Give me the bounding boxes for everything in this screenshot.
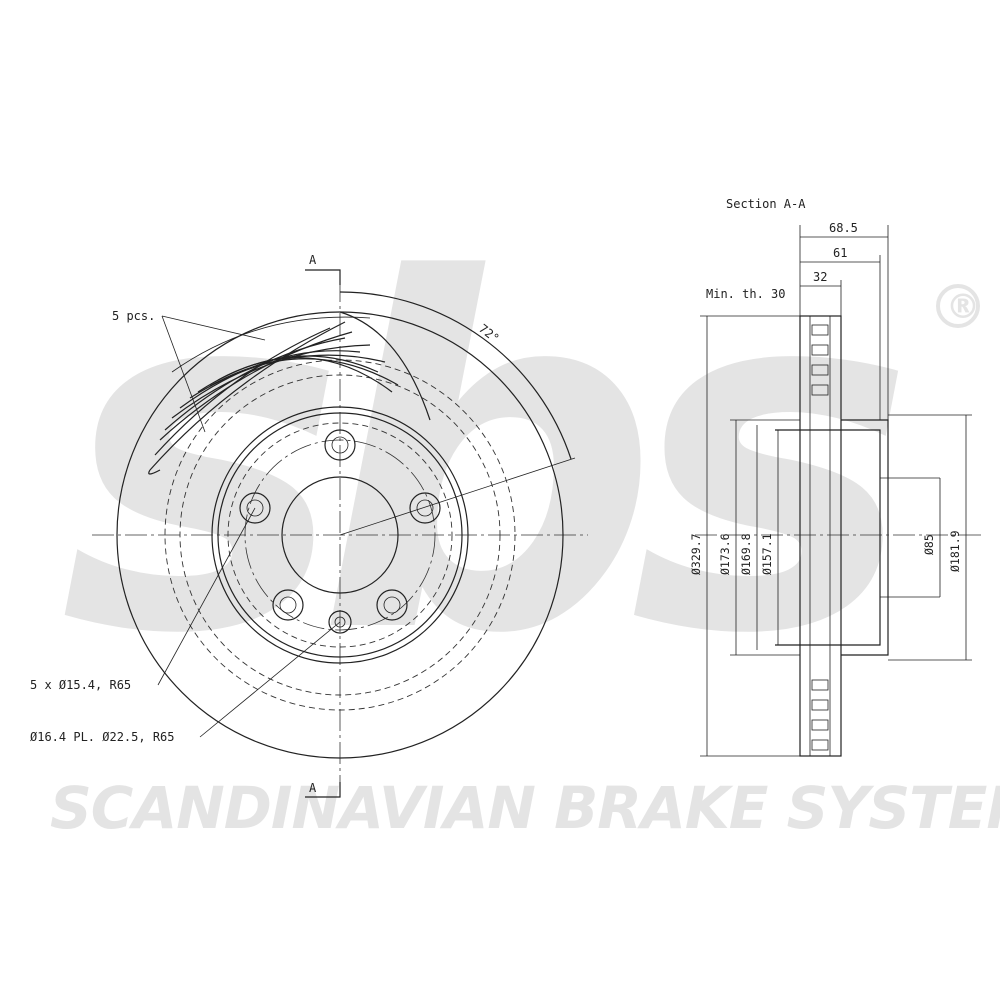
center-bore — [281, 476, 399, 594]
dim-d3: Ø157.1 — [760, 533, 774, 575]
bolt-hole-3 — [376, 589, 408, 621]
pin-hole — [328, 610, 352, 634]
leaders: 5 pcs. 5 x Ø15.4, R65 Ø16.4 PL. Ø22.5, R… — [30, 309, 341, 744]
dim-overall-height: 68.5 — [829, 221, 858, 235]
bolt-circle — [244, 439, 436, 631]
bolt-holes-label: 5 x Ø15.4, R65 — [30, 678, 131, 692]
bolt-hole-5 — [239, 492, 271, 524]
bolt-hole-2 — [409, 492, 441, 524]
pin-hole-label: Ø16.4 PL. Ø22.5, R65 — [30, 730, 175, 744]
dim-center-bore: Ø85 — [922, 534, 936, 555]
dim-outer-diameter: Ø329.7 — [689, 533, 703, 575]
watermark-brand: sbs — [60, 180, 899, 739]
section-view: Section A-A Min. th. 30 68.5 61 32 — [689, 197, 985, 757]
section-marker-bottom: A — [309, 781, 317, 795]
vane-cutaway — [148, 311, 431, 475]
section-title: Section A-A — [726, 197, 806, 211]
section-marker-top: A — [309, 253, 317, 267]
dim-hat-height: 61 — [833, 246, 847, 260]
section-profile — [695, 315, 985, 757]
hat-inner — [227, 422, 453, 648]
dim-d2: Ø169.8 — [739, 533, 753, 575]
hat-step — [217, 412, 463, 658]
registered-circle — [936, 284, 980, 328]
bolt-holes — [239, 429, 441, 634]
front-view: A A 72° 5 pcs. 5 x Ø15.4, R65 Ø16.4 PL. … — [30, 253, 588, 798]
registered-mark: ® — [946, 287, 980, 327]
watermark-company: SCANDINAVIAN BRAKE SYSTEMS — [50, 774, 1000, 842]
dim-d1: Ø173.6 — [718, 533, 732, 575]
dim-disc-thickness: 32 — [813, 270, 827, 284]
watermark: sbs SCANDINAVIAN BRAKE SYSTEMS ® — [50, 180, 1000, 842]
diameter-dimensions: Ø329.7 Ø173.6 Ø169.8 Ø157.1 Ø85 Ø181.9 — [689, 315, 972, 757]
min-thickness-label: Min. th. 30 — [706, 287, 785, 301]
dim-d4: Ø181.9 — [948, 530, 962, 572]
vane-inner-edge — [179, 374, 501, 696]
vanes-label: 5 pcs. — [112, 309, 155, 323]
bolt-hole-1 — [324, 429, 356, 461]
section-markers: A A — [305, 253, 341, 798]
hat-outer — [211, 406, 469, 664]
bolt-hole-4 — [272, 589, 304, 621]
